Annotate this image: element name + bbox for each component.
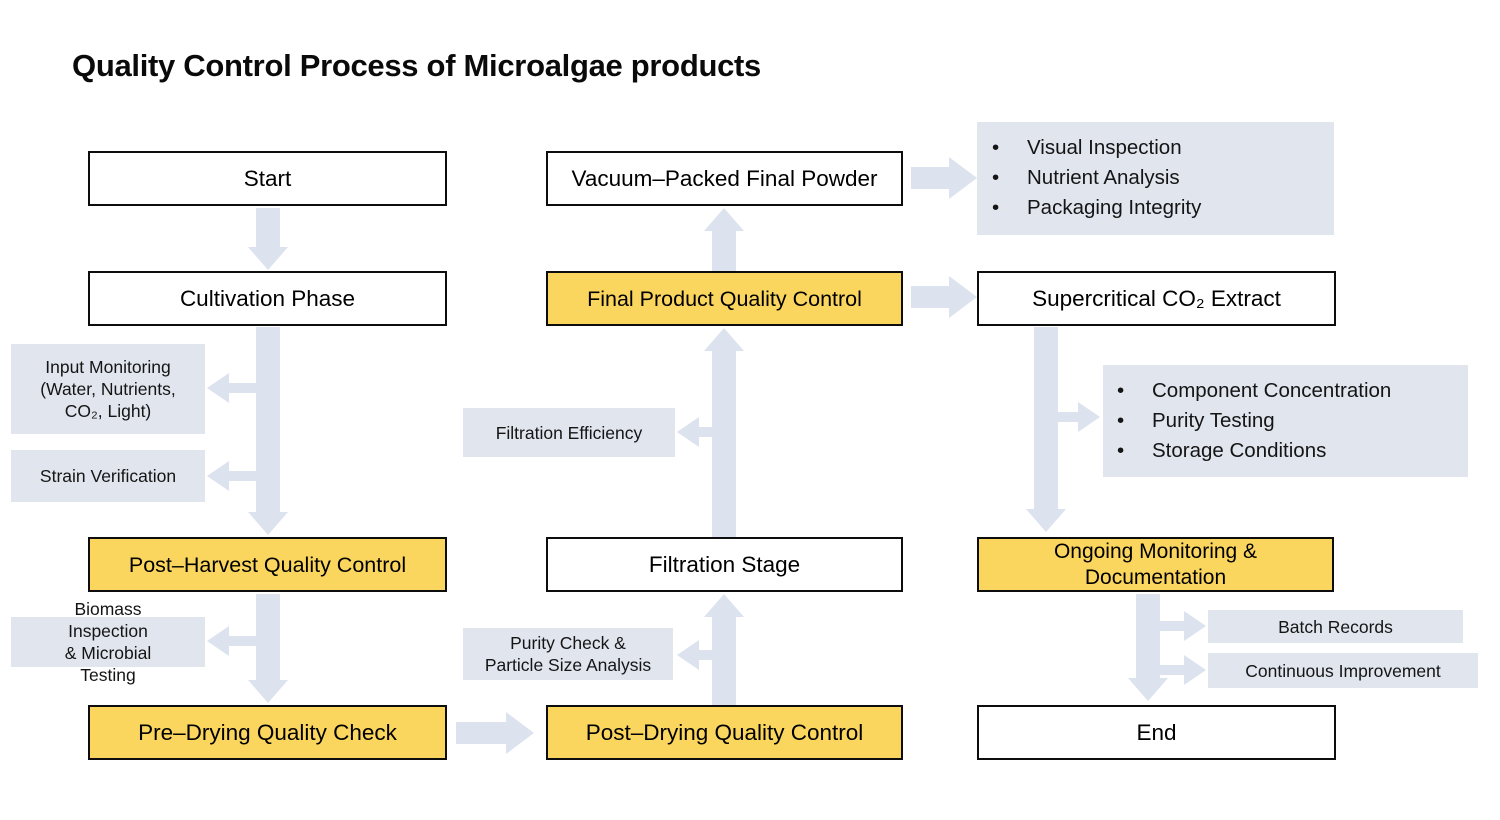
note-batch-records-label: Batch Records	[1278, 616, 1393, 637]
node-vacuum-packed-final-powder: Vacuum–Packed Final Powder	[546, 151, 903, 206]
note-biomass-line4: Testing	[80, 665, 136, 685]
list-item: • Nutrient Analysis	[992, 163, 1334, 193]
arrow-shaft	[1160, 621, 1184, 631]
note-extract-checks-list: • Component Concentration • Purity Testi…	[1103, 365, 1468, 477]
node-post-harvest-quality-control: Post–Harvest Quality Control	[88, 537, 447, 592]
arrow-head-left	[207, 626, 229, 656]
note-continuous-improvement-label: Continuous Improvement	[1245, 660, 1441, 681]
note-batch-records: Batch Records	[1208, 610, 1463, 643]
node-start: Start	[88, 151, 447, 206]
list-item-label: Component Concentration	[1152, 379, 1392, 402]
arrow-shaft	[1160, 665, 1184, 675]
note-final-inspection-list: • Visual Inspection • Nutrient Analysis …	[977, 122, 1334, 235]
arrow-shaft	[229, 636, 256, 646]
arrow-shaft	[1034, 327, 1058, 510]
note-input-monitoring-line3: CO₂, Light)	[64, 401, 152, 421]
note-input-monitoring-line1: Input Monitoring	[45, 357, 171, 377]
arrow-shaft	[712, 230, 736, 271]
node-filtration-stage: Filtration Stage	[546, 537, 903, 592]
arrow-head-right	[949, 157, 977, 199]
arrow-head-left	[207, 461, 229, 491]
node-end: End	[977, 705, 1336, 760]
arrow-head-up	[704, 208, 744, 231]
node-post-drying-quality-control: Post–Drying Quality Control	[546, 705, 903, 760]
arrow-head-down	[1026, 509, 1066, 532]
note-filtration-efficiency: Filtration Efficiency	[463, 408, 675, 457]
list-item-label: Purity Testing	[1152, 409, 1275, 432]
arrow-head-down	[248, 680, 288, 703]
node-cultivation-phase: Cultivation Phase	[88, 271, 447, 326]
node-ongoing-line2: Documentation	[1084, 565, 1227, 589]
arrow-head-right	[1184, 655, 1206, 685]
list-item-label: Storage Conditions	[1152, 439, 1327, 462]
bullet-icon: •	[1117, 409, 1125, 432]
note-purity-line1: Purity Check &	[510, 633, 626, 653]
arrow-shaft	[256, 208, 280, 248]
arrow-shaft	[256, 327, 280, 513]
note-continuous-improvement: Continuous Improvement	[1208, 653, 1478, 688]
arrow-head-up	[704, 594, 744, 617]
node-ongoing-line1: Ongoing Monitoring &	[1053, 539, 1258, 563]
arrow-head-up	[704, 328, 744, 351]
list-item: • Storage Conditions	[1117, 436, 1468, 466]
arrow-shaft	[712, 350, 736, 537]
arrow-shaft	[1136, 594, 1160, 679]
note-biomass-line2: Inspection	[68, 621, 148, 641]
list-item-label: Nutrient Analysis	[1027, 166, 1180, 189]
bullet-icon: •	[1117, 379, 1125, 402]
node-ongoing-monitoring-documentation: Ongoing Monitoring & Documentation	[977, 537, 1334, 592]
note-purity-check: Purity Check & Particle Size Analysis	[463, 628, 673, 680]
note-input-monitoring: Input Monitoring (Water, Nutrients, CO₂,…	[11, 344, 205, 434]
arrow-shaft	[456, 722, 506, 744]
note-strain-verification: Strain Verification	[11, 450, 205, 502]
arrow-shaft	[698, 427, 712, 437]
arrow-head-left	[207, 373, 229, 403]
note-biomass-line3: & Microbial	[64, 643, 152, 663]
arrow-shaft	[229, 383, 256, 393]
arrow-head-right	[1078, 402, 1100, 432]
bullet-icon: •	[992, 166, 1000, 189]
arrow-shaft	[256, 594, 280, 681]
arrow-head-right	[1184, 611, 1206, 641]
note-strain-verification-label: Strain Verification	[39, 466, 177, 486]
node-pre-drying-quality-check: Pre–Drying Quality Check	[88, 705, 447, 760]
node-supercritical-co2-extract: Supercritical CO₂ Extract	[977, 271, 1336, 326]
bullet-icon: •	[992, 196, 1000, 219]
arrow-shaft	[698, 650, 712, 660]
note-biomass-inspection: Biomass Inspection & Microbial Testing	[11, 599, 205, 685]
list-item: • Purity Testing	[1117, 406, 1468, 436]
node-final-product-quality-control: Final Product Quality Control	[546, 271, 903, 326]
list-item-label: Packaging Integrity	[1027, 196, 1202, 219]
arrow-head-down	[248, 247, 288, 270]
arrow-shaft	[229, 471, 256, 481]
list-item-label: Visual Inspection	[1027, 136, 1182, 159]
arrow-head-right	[949, 276, 977, 318]
arrow-shaft	[911, 167, 949, 189]
list-item: • Packaging Integrity	[992, 193, 1334, 223]
note-input-monitoring-line2: (Water, Nutrients,	[40, 379, 176, 399]
arrow-head-right	[506, 712, 534, 754]
bullet-icon: •	[1117, 439, 1125, 462]
arrow-shaft	[911, 286, 949, 308]
list-item: • Visual Inspection	[992, 133, 1334, 163]
arrow-head-left	[677, 417, 699, 447]
page-title: Quality Control Process of Microalgae pr…	[72, 48, 761, 83]
list-item: • Component Concentration	[1117, 376, 1468, 406]
arrow-shaft	[1058, 412, 1078, 422]
note-filtration-efficiency-label: Filtration Efficiency	[495, 422, 643, 443]
note-biomass-line1: Biomass	[74, 599, 142, 619]
note-purity-line2: Particle Size Analysis	[484, 655, 652, 675]
bullet-icon: •	[992, 136, 1000, 159]
arrow-shaft	[712, 616, 736, 705]
arrow-head-down	[248, 512, 288, 535]
arrow-head-left	[677, 640, 699, 670]
arrow-head-down	[1128, 678, 1168, 701]
